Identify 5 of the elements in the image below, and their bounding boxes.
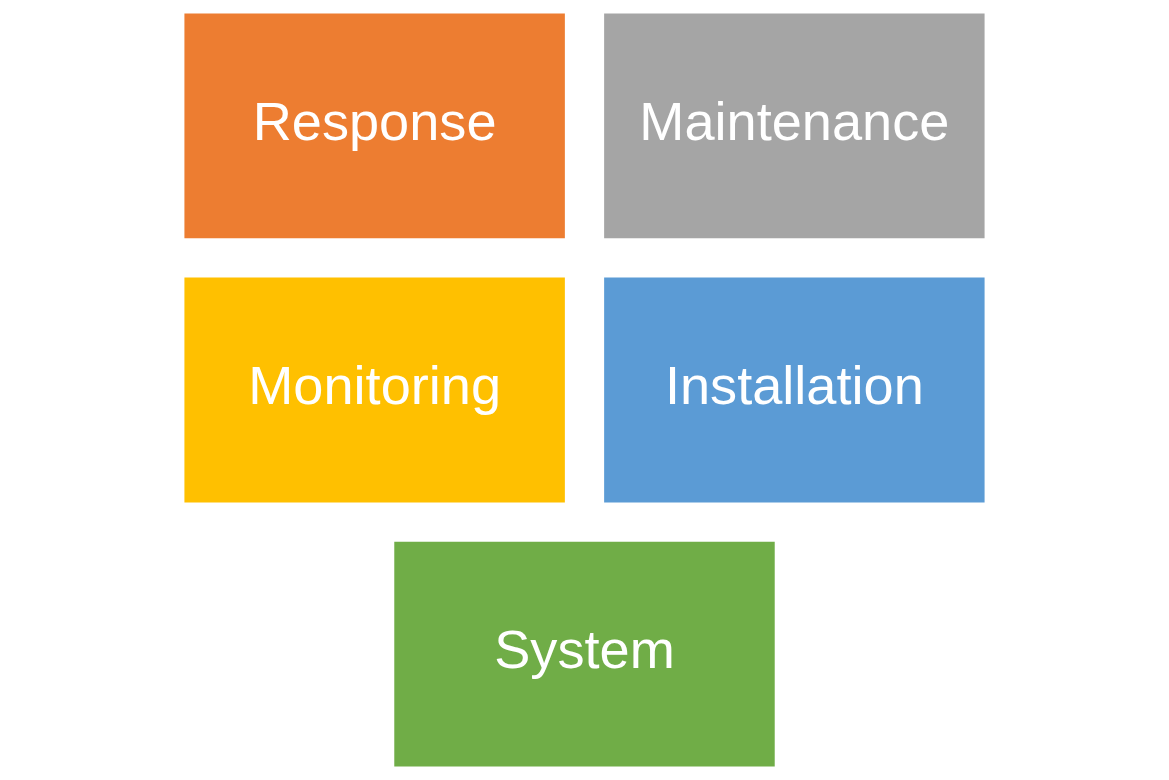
node-box: Response	[184, 13, 565, 239]
node-box: Monitoring	[184, 277, 565, 503]
node-box: Maintenance	[604, 13, 985, 239]
node-box: Installation	[604, 277, 985, 503]
node-box: System	[394, 541, 775, 767]
